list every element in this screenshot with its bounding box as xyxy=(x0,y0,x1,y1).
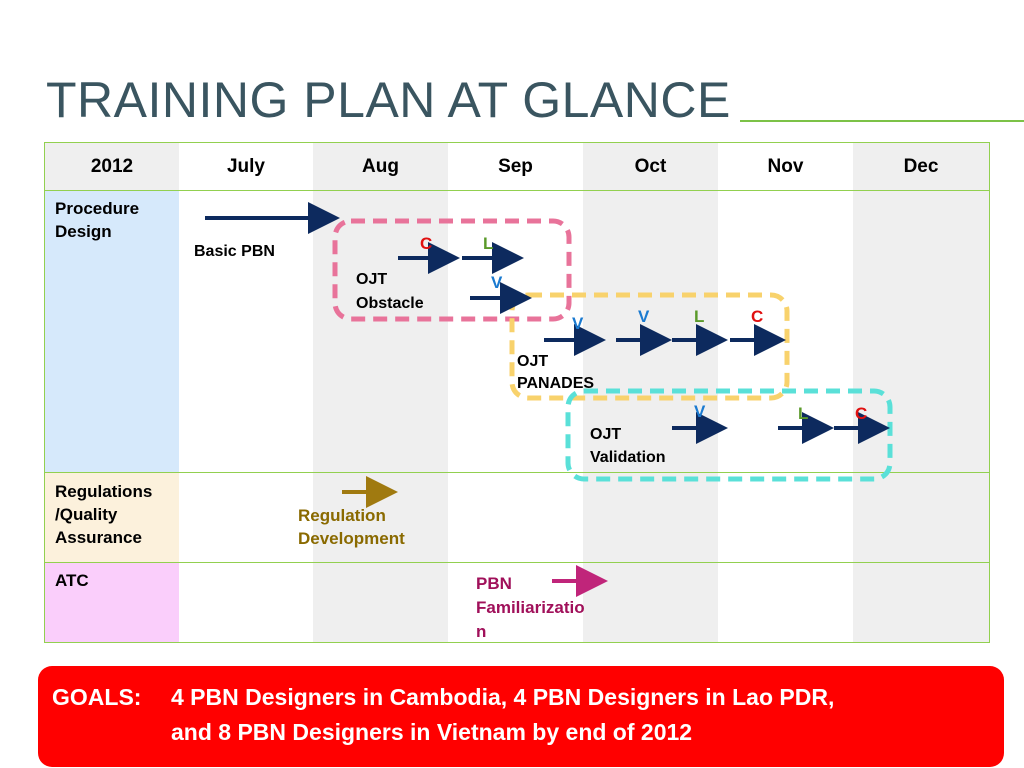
goals-banner: GOALS: 4 PBN Designers in Cambodia, 4 PB… xyxy=(38,666,1004,767)
pbn-familiarization-label-2: Familiarizatio xyxy=(476,598,585,617)
row-label-procedure-2: Design xyxy=(55,222,112,241)
ojt-validation-label-1: OJT xyxy=(590,426,622,443)
panades-marker-v2: V xyxy=(638,307,650,326)
goals-line-2: and 8 PBN Designers in Vietnam by end of… xyxy=(171,719,693,745)
validation-marker-c: C xyxy=(855,404,868,423)
ojt-obstacle-box xyxy=(332,218,572,322)
row-divider-1 xyxy=(45,472,989,473)
panades-marker-c: C xyxy=(751,307,764,326)
regulation-label-1: Regulation xyxy=(298,506,386,525)
panades-marker-l: L xyxy=(694,307,705,326)
row-label-procedure-1: Procedure xyxy=(55,199,140,218)
page-title: TRAINING PLAN AT GLANCE xyxy=(46,72,731,128)
ojt-panades-label-1: OJT xyxy=(517,353,549,370)
ojt-obstacle-label-1: OJT xyxy=(356,271,388,288)
regulation-label-2: Development xyxy=(298,529,405,548)
row-divider-2 xyxy=(45,562,989,563)
row-label-bg-procedure xyxy=(45,191,179,473)
ojt-obstacle-label-2: Obstacle xyxy=(356,295,424,312)
goals-label: GOALS: xyxy=(52,684,142,710)
ojt-panades-box xyxy=(509,292,790,401)
header-aug: Aug xyxy=(362,156,399,177)
obstacle-marker-l: L xyxy=(483,234,494,253)
validation-marker-v: V xyxy=(694,402,706,421)
row-label-bg-atc xyxy=(45,563,179,642)
column-july xyxy=(179,143,313,642)
title-accent-line xyxy=(740,120,1024,122)
obstacle-marker-v: V xyxy=(491,273,503,292)
header-year: 2012 xyxy=(90,156,134,177)
row-label-atc: ATC xyxy=(55,571,89,590)
header-oct: Oct xyxy=(634,156,667,177)
ojt-validation-label-2: Validation xyxy=(590,449,666,466)
row-label-bg-regulations xyxy=(45,473,179,562)
ojt-panades-label-2: PANADES xyxy=(517,375,595,392)
pbn-familiarization-label-3: n xyxy=(476,622,487,641)
row-label-regulations-3: Assurance xyxy=(55,528,142,547)
row-label-regulations-1: Regulations xyxy=(55,482,153,501)
header-nov: Nov xyxy=(767,156,804,177)
header-divider xyxy=(45,190,989,191)
training-plan-table: 2012 July Aug Sep Oct Nov Dec Procedure … xyxy=(44,142,990,643)
validation-marker-l: L xyxy=(798,404,809,423)
header-sep: Sep xyxy=(498,156,533,177)
header-dec: Dec xyxy=(903,156,939,177)
pbn-familiarization-label-1: PBN xyxy=(476,574,512,593)
obstacle-marker-c: C xyxy=(420,234,433,253)
basic-pbn-label: Basic PBN xyxy=(194,243,275,260)
panades-marker-v1: V xyxy=(572,314,584,333)
row-label-regulations-2: /Quality xyxy=(55,505,118,524)
header-label-bg xyxy=(45,143,179,191)
goals-line-1: 4 PBN Designers in Cambodia, 4 PBN Desig… xyxy=(171,684,835,710)
header-july: July xyxy=(226,156,266,177)
ojt-validation-box xyxy=(565,388,893,482)
